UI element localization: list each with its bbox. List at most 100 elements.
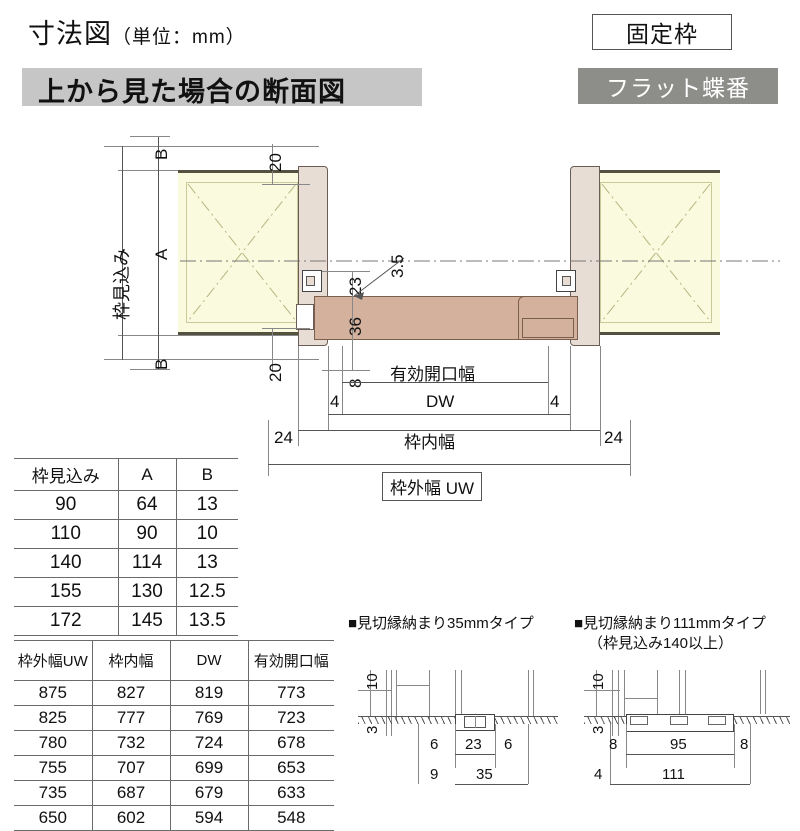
detail35-dimline-35	[455, 784, 528, 785]
label-frame-depth: 枠見込み	[112, 248, 132, 320]
witness-8-bottom	[322, 370, 370, 371]
dim-4-left: 4	[330, 392, 340, 411]
wall-left-cross-hatch	[187, 183, 297, 322]
dim-line-effective-opening	[342, 382, 548, 383]
ext-line-frame-left-inner	[328, 346, 329, 430]
ext-line-uw-right	[630, 420, 631, 476]
witness-line-B-top-end	[130, 136, 170, 137]
detail111-witness-10	[584, 690, 620, 691]
cell-inner-width: 602	[92, 805, 171, 831]
wall-left-inner-outline	[186, 182, 298, 323]
detail111-sill-insert-right	[708, 716, 726, 725]
detail35-dim-9: 9	[430, 766, 439, 783]
badge-flat-hinge-label: フラット蝶番	[606, 75, 750, 101]
detail111-dim-8-right: 8	[740, 736, 749, 753]
table-row: 155 130 12.5	[14, 577, 238, 607]
detail-35mm-title: ■見切縁納まり35mmタイプ	[348, 615, 534, 632]
detail35-line-c	[396, 670, 397, 720]
detail111-dim-4: 4	[594, 766, 603, 783]
cell-dw: 724	[170, 730, 249, 756]
detail35-ext-4	[528, 724, 529, 784]
cell-outer-width: 755	[14, 755, 93, 781]
detail111-dim-111: 111	[662, 766, 685, 783]
cell-b: 12.5	[176, 577, 238, 607]
witness-20-bottom	[262, 328, 310, 329]
detail35-top-cap	[396, 685, 429, 686]
detail-111mm-type: ■見切縁納まり111mmタイプ （枠見込み140以上） 10 3 8 95 8 …	[574, 612, 794, 797]
detail35-dim-6-left: 6	[430, 736, 439, 753]
dim-4-right: 4	[550, 392, 560, 411]
witness-20-top	[262, 184, 310, 185]
dim-20-top: 20	[266, 153, 285, 172]
cell-a: 130	[118, 577, 177, 607]
badge-flat-hinge: フラット蝶番	[578, 68, 778, 104]
detail35-dim-10: 10	[364, 673, 381, 690]
wall-right	[600, 170, 720, 335]
dim-8: 8	[346, 378, 365, 388]
cell-inner-width: 687	[92, 780, 171, 806]
detail35-line-f	[461, 670, 462, 716]
detail111-line-f	[685, 670, 686, 714]
page-title-unit: （単位：mm）	[112, 27, 246, 48]
detail111-dim-95: 95	[670, 736, 687, 753]
detail-35mm-type: ■見切縁納まり35mmタイプ 10 3 6 23 6 9 35	[348, 612, 563, 797]
table-row: 755 707 699 653	[14, 755, 334, 781]
table-row: 140 114 13	[14, 548, 238, 578]
dim-B-bottom: B	[152, 358, 171, 370]
detail111-line-c	[624, 670, 625, 716]
detail-111mm-title: ■見切縁納まり111mmタイプ	[574, 615, 766, 632]
th-b: B	[176, 458, 238, 491]
detail111-line-b	[618, 670, 619, 736]
badge-fixed-frame-label: 固定枠	[626, 21, 698, 47]
cell-effective-opening: 633	[248, 780, 334, 806]
cell-outer-width: 735	[14, 780, 93, 806]
detail-111mm-subtitle: （枠見込み140以上）	[588, 635, 734, 652]
detail111-line-a	[612, 670, 613, 736]
detail111-line-g	[760, 670, 761, 714]
hinge-right-pin	[562, 276, 571, 286]
dim-line-dw	[328, 414, 570, 415]
ext-line-door-left	[342, 346, 343, 414]
cell-inner-width: 827	[92, 680, 171, 706]
detail35-line-h	[533, 670, 534, 716]
detail35-dim-35: 35	[476, 766, 493, 783]
detail111-ext-1	[610, 724, 611, 784]
strike-block-left	[296, 304, 314, 330]
cell-effective-opening: 653	[248, 755, 334, 781]
subtitle-label: 上から見た場合の断面図	[38, 77, 346, 107]
detail35-line-b	[391, 670, 392, 736]
dim-line-inner-width	[298, 430, 600, 431]
detail35-ext-2	[455, 724, 456, 768]
cell-effective-opening: 773	[248, 680, 334, 706]
table-row: 735 687 679 633	[14, 780, 334, 806]
label-dw: DW	[426, 392, 455, 411]
ext-line-frame-right-outer	[600, 346, 601, 446]
detail111-ext-4	[750, 724, 751, 784]
dim-line-frame-depth	[122, 146, 123, 360]
cell-effective-opening: 548	[248, 805, 334, 831]
dim-A: A	[152, 248, 171, 260]
detail111-ext-3	[734, 724, 735, 768]
hinge-left-pin	[306, 276, 315, 286]
ext-line-frame-left-outer	[298, 346, 299, 446]
detail35-ext-3	[495, 724, 496, 768]
door-latch-plate	[522, 318, 574, 338]
cell-outer-width: 780	[14, 730, 93, 756]
detail111-top-cap	[624, 698, 657, 699]
ext-line-uw-left	[268, 420, 269, 476]
witness-23-top	[322, 271, 370, 272]
label-outer-width: 枠外幅 UW	[382, 472, 483, 501]
detail35-dim-3: 3	[364, 725, 381, 734]
cell-b: 13.5	[176, 606, 238, 636]
detail35-sill-rib	[475, 716, 476, 728]
cell-b: 13	[176, 490, 238, 520]
table-row: 825 777 769 723	[14, 705, 334, 731]
dim-3-5: 3.5	[388, 254, 407, 278]
cell-a: 145	[118, 606, 177, 636]
cell-a: 114	[118, 548, 177, 578]
cell-inner-width: 732	[92, 730, 171, 756]
witness-line-B-bottom-end	[130, 369, 170, 370]
wall-right-inner-outline	[600, 182, 712, 323]
th-outer-width: 枠外幅UW	[14, 640, 93, 681]
detail35-line-e	[455, 670, 456, 716]
